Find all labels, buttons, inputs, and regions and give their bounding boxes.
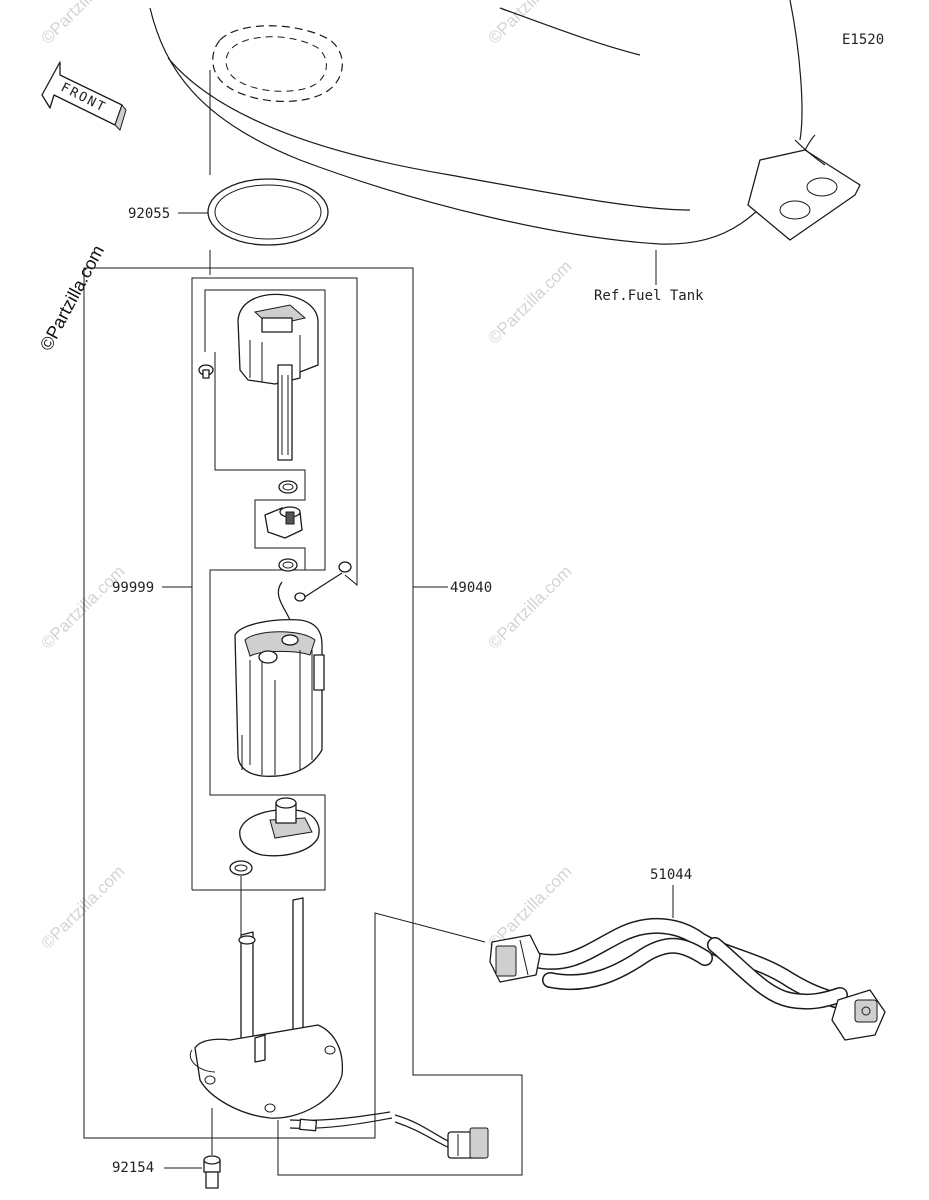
fuel-filter-top-module	[237, 293, 319, 461]
ground-wire	[277, 561, 352, 621]
bolt-92154	[203, 1108, 221, 1189]
part-label-49040: 49040	[450, 580, 492, 596]
assembly-brackets	[83, 267, 523, 1176]
part-label-99999: 99999	[112, 580, 154, 596]
watermarks: ©Partzilla.com ©Partzilla.com ©Partzilla…	[37, 0, 575, 953]
fuel-tank-outline	[149, 0, 861, 245]
small-o-ring	[278, 480, 298, 494]
part-label-92055: 92055	[128, 206, 170, 222]
watermark: ©Partzilla.com	[484, 257, 575, 348]
watermark: ©Partzilla.com	[484, 0, 575, 48]
watermark: ©Partzilla.com	[484, 562, 575, 653]
watermark: ©Partzilla.com	[37, 0, 128, 48]
watermark: ©Partzilla.com	[37, 562, 128, 653]
harness-51044	[489, 917, 886, 1041]
watermark: ©Partzilla.com	[37, 862, 128, 953]
pump-filter-cap	[239, 797, 320, 857]
part-label-92154: 92154	[112, 1160, 154, 1176]
copyright-mark: ©Partzilla.com	[36, 242, 108, 354]
small-bolt	[198, 364, 214, 379]
small-o-ring	[278, 558, 298, 572]
diagram-code: E1520	[842, 32, 884, 48]
ref-fuel-tank-label: Ref.Fuel Tank	[594, 288, 704, 304]
pump-flange-bracket	[189, 897, 451, 1149]
pump-connector	[447, 1127, 489, 1159]
fuel-pump-body	[234, 619, 325, 777]
front-arrow-icon: FRONT	[41, 61, 127, 131]
valve-fitting	[264, 506, 303, 539]
washer	[229, 860, 253, 876]
part-label-51044: 51044	[650, 867, 692, 883]
o-ring-92055	[207, 178, 329, 246]
